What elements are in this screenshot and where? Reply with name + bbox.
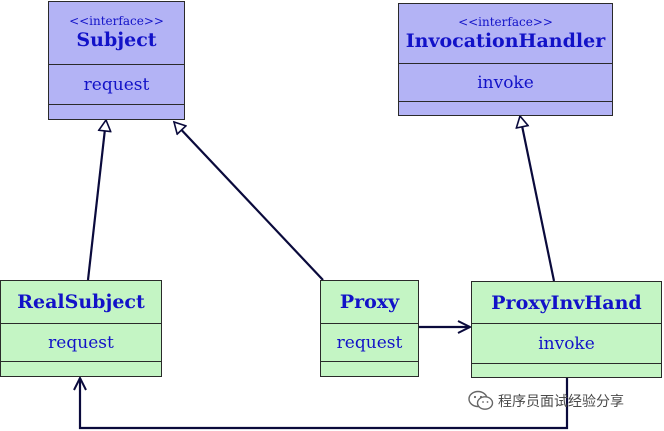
wechat-icon [468,390,494,410]
proxy-header: Proxy [321,281,418,323]
proxy-class: Proxy request [320,280,419,377]
subject-method: request [49,64,184,104]
proxy-method: request [321,323,418,361]
subject-interface: <<interface>> Subject request [48,1,185,120]
proxyinvhand-header: ProxyInvHand [472,282,661,323]
realsubject-empty-compartment [1,361,161,376]
subject-stereotype: <<interface>> [69,14,164,28]
subject-header: <<interface>> Subject [49,2,184,64]
proxyinvhand-empty-compartment [472,363,661,377]
invocationhandler-name: InvocationHandler [405,29,606,52]
invocationhandler-interface: <<interface>> InvocationHandler invoke [398,3,613,116]
invocationhandler-empty-compartment [399,101,612,115]
proxy-to-subject-arrow [174,122,324,281]
proxyinvhand-to-realsubject-arrow [80,378,569,430]
proxy-empty-compartment [321,361,418,376]
proxyinvhand-to-invocationhandler-arrow [520,116,556,282]
realsubject-name: RealSubject [17,291,145,313]
watermark-text: 程序员面试经验分享 [498,394,624,410]
proxy-name: Proxy [339,291,400,313]
proxyinvhand-class: ProxyInvHand invoke [471,281,662,378]
realsubject-class: RealSubject request [0,280,162,377]
subject-empty-compartment [49,104,184,119]
invocationhandler-method: invoke [399,63,612,101]
proxyinvhand-name: ProxyInvHand [491,291,642,314]
invocationhandler-stereotype: <<interface>> [458,14,553,29]
proxyinvhand-method: invoke [472,323,661,363]
realsubject-to-subject-arrow [86,120,106,281]
realsubject-method: request [1,323,161,361]
subject-name: Subject [76,29,157,51]
realsubject-header: RealSubject [1,281,161,323]
watermark: 程序员面试经验分享 [468,390,624,412]
invocationhandler-header: <<interface>> InvocationHandler [399,4,612,63]
